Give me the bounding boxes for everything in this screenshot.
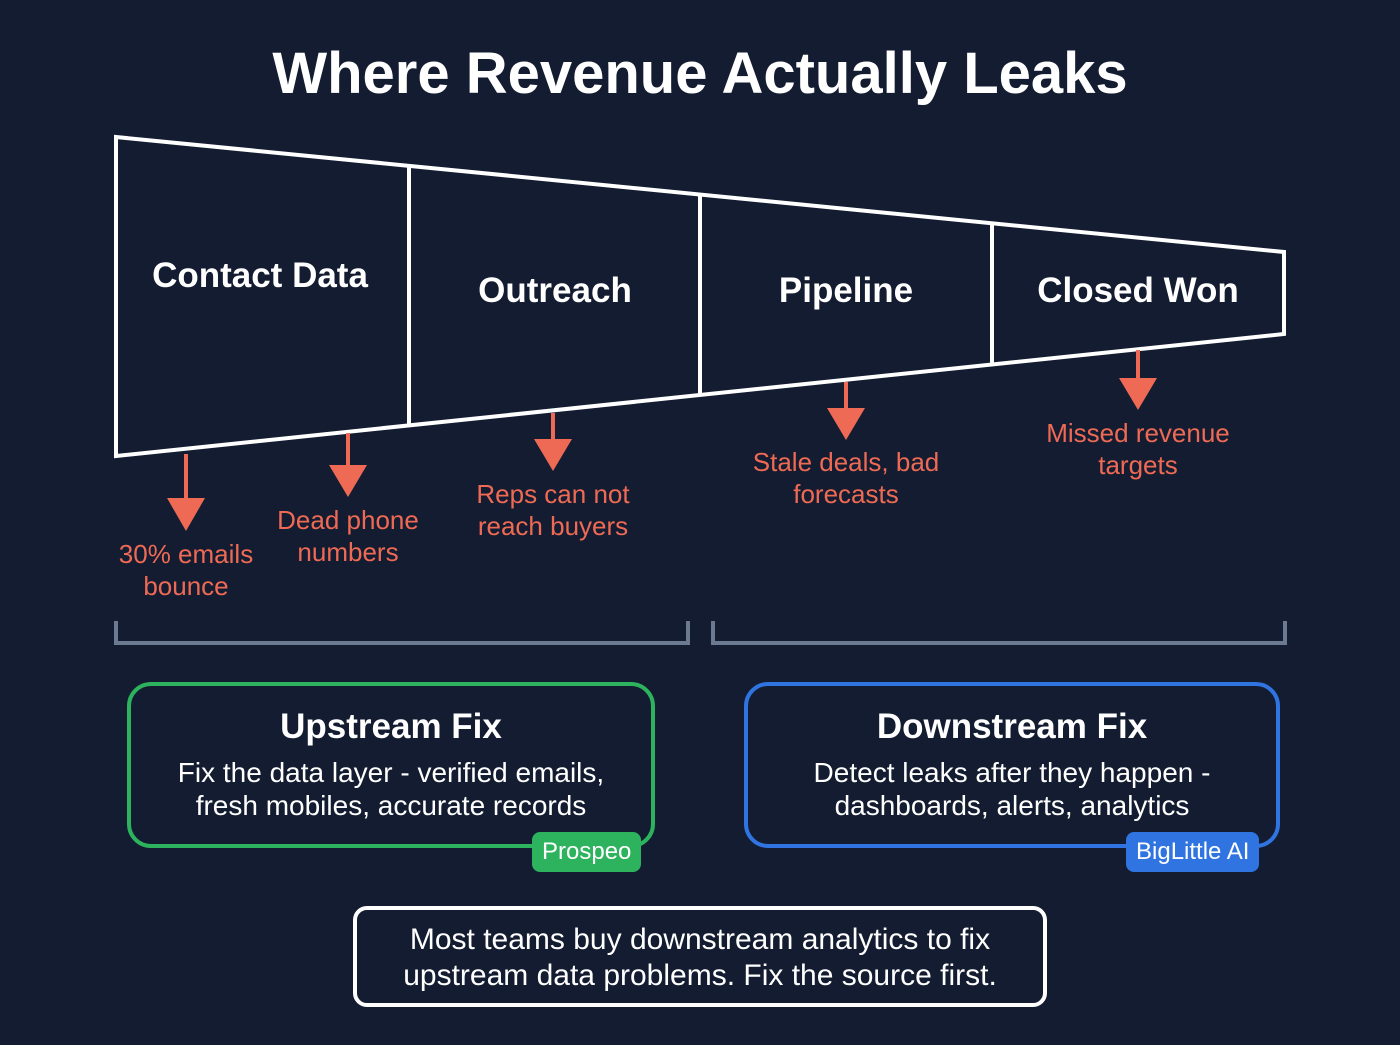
downstream-fix-card: Downstream Fix Detect leaks after they h… — [744, 682, 1280, 848]
leak-reps-cannot-reach: Reps can not reach buyers — [476, 479, 630, 541]
stage-label-contact-data: Contact Data — [152, 256, 368, 295]
upstream-fix-title: Upstream Fix — [280, 707, 502, 746]
page-title: Where Revenue Actually Leaks — [272, 41, 1128, 106]
upstream-bracket — [114, 621, 690, 645]
leak-emails-bounce: 30% emails bounce — [118, 539, 254, 601]
stage-label-closed-won: Closed Won — [1037, 271, 1239, 310]
upstream-fix-description: Fix the data layer - verified emails, fr… — [177, 757, 605, 821]
downstream-fix-title: Downstream Fix — [876, 707, 1148, 746]
footer-text: Most teams buy downstream analytics to f… — [403, 923, 997, 992]
leak-dead-phones: Dead phone numbers — [277, 505, 419, 567]
arrow-down-icon — [329, 433, 367, 497]
footer-callout: Most teams buy downstream analytics to f… — [353, 906, 1047, 1007]
upstream-fix-card: Upstream Fix Fix the data layer - verifi… — [127, 682, 655, 848]
arrow-down-icon — [534, 413, 572, 471]
arrow-down-icon — [167, 454, 205, 531]
leak-missed-revenue: Missed revenue targets — [1046, 418, 1230, 480]
stage-label-outreach: Outreach — [478, 271, 632, 310]
prospeo-badge: Prospeo — [532, 832, 642, 872]
downstream-bracket — [711, 621, 1287, 645]
arrow-down-icon — [1119, 350, 1157, 410]
arrow-down-icon — [827, 382, 865, 440]
downstream-fix-description: Detect leaks after they happen - dashboa… — [813, 757, 1211, 821]
biglittle-ai-badge: BigLittle AI — [1126, 832, 1260, 872]
stage-label-pipeline: Pipeline — [778, 271, 914, 310]
leak-stale-deals: Stale deals, bad forecasts — [752, 447, 940, 509]
